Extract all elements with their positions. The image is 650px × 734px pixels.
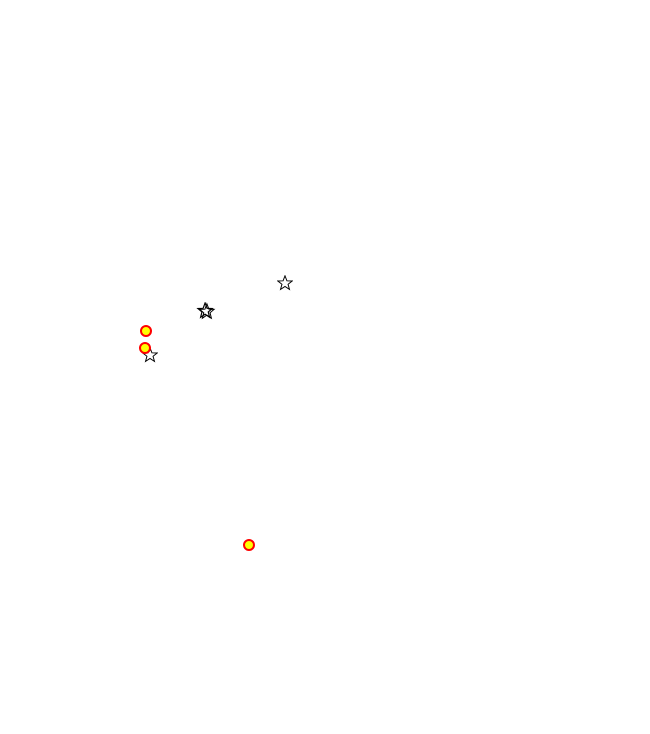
star-marker-icon[interactable]	[277, 275, 293, 291]
dot-marker-icon[interactable]	[140, 325, 152, 337]
dot-marker-icon[interactable]	[139, 342, 151, 354]
star-cluster-marker-icon[interactable]	[196, 302, 216, 320]
dot-marker-icon[interactable]	[243, 539, 255, 551]
